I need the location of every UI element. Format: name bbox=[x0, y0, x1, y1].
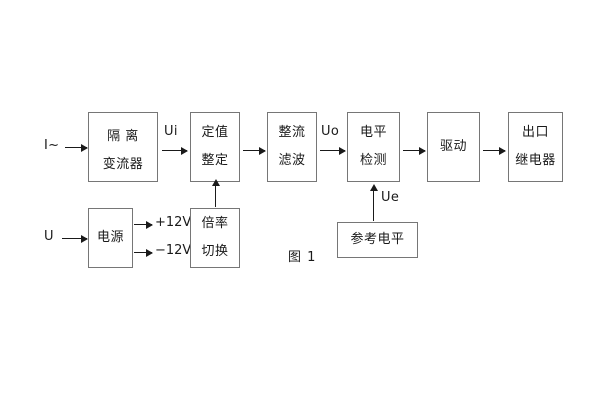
block-setting-value-line1: 定值 bbox=[201, 124, 229, 140]
block-reference-level-line1: 参考电平 bbox=[350, 231, 405, 247]
block-power-supply-line1: 电源 bbox=[96, 229, 124, 245]
arrow-supply-negative bbox=[134, 248, 153, 257]
arrow-reference-to-level bbox=[369, 184, 378, 221]
arrow-isolation-to-setting bbox=[162, 146, 188, 155]
block-drive: 驱动 bbox=[427, 112, 480, 182]
block-level-detect-line1: 电平 bbox=[359, 124, 387, 140]
block-ratio-switch-line1: 倍率 bbox=[201, 215, 229, 231]
arrow-ratio-to-setting bbox=[211, 179, 220, 207]
block-isolation-ct-line1: 隔 离 bbox=[107, 129, 139, 145]
block-reference-level: 参考电平 bbox=[337, 222, 418, 258]
input-label-current: I~ bbox=[44, 138, 60, 153]
figure-caption: 图 1 bbox=[288, 250, 317, 265]
block-ratio-switch-line2: 切换 bbox=[201, 243, 229, 259]
block-rectify-filter-line2: 滤波 bbox=[278, 152, 306, 168]
input-label-voltage: U bbox=[44, 229, 54, 244]
block-isolation-ct: 隔 离 变流器 bbox=[88, 112, 158, 182]
block-power-supply: 电源 bbox=[88, 208, 133, 268]
block-output-relay: 出口 继电器 bbox=[508, 112, 563, 182]
arrow-voltage-to-power bbox=[62, 234, 88, 243]
signal-label-ue: Ue bbox=[381, 190, 400, 205]
block-setting-value: 定值 整定 bbox=[190, 112, 240, 182]
label-supply-negative: −12V bbox=[155, 243, 192, 258]
block-setting-value-line2: 整定 bbox=[201, 152, 229, 168]
block-ratio-switch: 倍率 切换 bbox=[190, 208, 240, 268]
block-rectify-filter-line1: 整流 bbox=[278, 124, 306, 140]
block-output-relay-line2: 继电器 bbox=[515, 152, 556, 168]
block-rectify-filter: 整流 滤波 bbox=[267, 112, 317, 182]
block-drive-line1: 驱动 bbox=[439, 138, 467, 154]
block-level-detect: 电平 检测 bbox=[347, 112, 400, 182]
arrow-current-to-isolation bbox=[65, 143, 88, 152]
arrow-setting-to-rectify bbox=[243, 146, 266, 155]
arrow-level-to-drive bbox=[403, 146, 426, 155]
arrow-drive-to-relay bbox=[483, 146, 506, 155]
block-isolation-ct-line2: 变流器 bbox=[102, 157, 144, 172]
label-supply-positive: +12V bbox=[155, 215, 192, 230]
signal-label-ui: Ui bbox=[164, 124, 178, 139]
signal-label-uo: Uo bbox=[321, 124, 340, 139]
block-output-relay-line1: 出口 bbox=[521, 124, 549, 140]
block-level-detect-line2: 检测 bbox=[359, 152, 387, 168]
arrow-supply-positive bbox=[134, 220, 153, 229]
arrow-rectify-to-level bbox=[320, 146, 346, 155]
